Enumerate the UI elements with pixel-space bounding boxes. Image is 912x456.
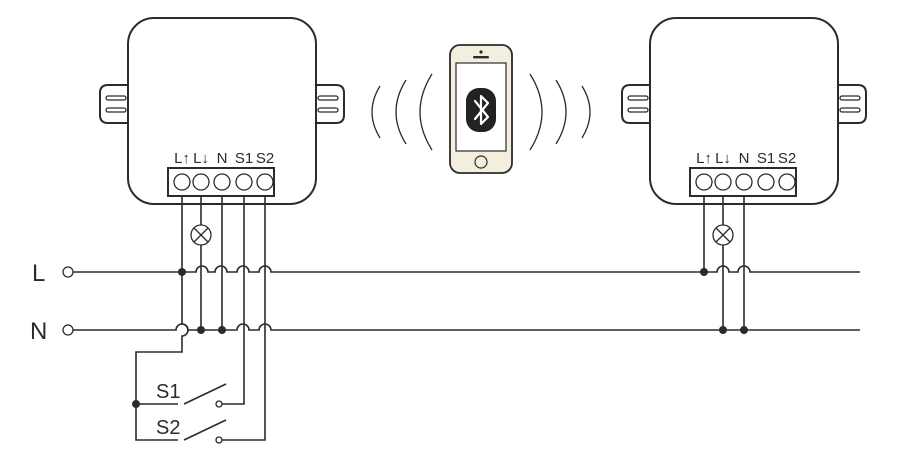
switch-label-s2: S2 (156, 417, 180, 439)
terminal-label-s1: S1 (235, 150, 253, 167)
terminal-label-s1: S1 (757, 150, 775, 167)
switch-s1: S1 (132, 370, 227, 441)
terminal-label-l-in: L↓ (193, 150, 209, 167)
rail-terminal-n (62, 324, 74, 336)
junction-dot (740, 326, 748, 334)
terminal-screw (256, 173, 274, 191)
terminal-screw (757, 173, 775, 191)
live-rail-line (73, 265, 860, 273)
terminal-block (689, 167, 797, 197)
terminal-label-n: N (217, 150, 228, 167)
terminal-screw (173, 173, 191, 191)
junction-dot (719, 326, 727, 334)
terminal-label-s2: S2 (778, 150, 796, 167)
mounting-ear-left (99, 84, 132, 124)
wire-s1 (222, 196, 245, 405)
terminal-screw (695, 173, 713, 191)
terminal-screw (714, 173, 732, 191)
wireless-signal-waves (371, 73, 591, 151)
phone-camera (479, 50, 483, 54)
rail-label-l: L (32, 260, 45, 287)
ear-slot (105, 95, 127, 101)
terminal-screw (735, 173, 753, 191)
lamp-icon (190, 224, 212, 246)
mounting-ear-right (312, 84, 345, 124)
lamp-icon (712, 224, 734, 246)
terminal-label-l-in: L↓ (715, 150, 731, 167)
wire-s2 (222, 196, 266, 441)
ear-slot (317, 95, 339, 101)
switch-s2: S2 (156, 417, 227, 444)
ear-slot (627, 95, 649, 101)
switch-s1-lever (183, 383, 227, 405)
rail-terminal-l (62, 266, 74, 278)
phone-speaker (473, 56, 489, 59)
smartphone-icon (449, 44, 513, 174)
bluetooth-icon (473, 94, 490, 126)
terminal-label-l-out: L↑ (174, 150, 190, 167)
switch-s1-contact (215, 400, 223, 408)
terminal-label-l-out: L↑ (696, 150, 712, 167)
ear-slot (627, 107, 649, 113)
right-module-wiring (700, 196, 748, 334)
switch-s2-contact (215, 436, 223, 444)
terminal-screw (213, 173, 231, 191)
switch-label-s1: S1 (156, 381, 180, 403)
junction-dot (178, 268, 186, 276)
mounting-ear-left (621, 84, 654, 124)
junction-dot (218, 326, 226, 334)
terminal-block (167, 167, 275, 197)
power-rails: L N (30, 260, 860, 345)
relay-module-left: L↑ L↓ N S1 S2 (99, 17, 345, 205)
switch-s2-lever (183, 419, 227, 441)
phone-home-button (474, 155, 488, 169)
terminal-screw (778, 173, 796, 191)
switch-common-wire (135, 370, 178, 441)
terminal-screw (235, 173, 253, 191)
rail-label-n: N (30, 318, 47, 345)
ear-slot (105, 107, 127, 113)
terminal-screw (192, 173, 210, 191)
ear-slot (839, 107, 861, 113)
junction-dot (132, 400, 140, 408)
terminal-label-s2: S2 (256, 150, 274, 167)
junction-dot (197, 326, 205, 334)
ear-slot (839, 95, 861, 101)
junction-dot (700, 268, 708, 276)
relay-module-right: L↑ L↓ N S1 S2 (621, 17, 867, 205)
left-module-wiring (135, 196, 266, 441)
terminal-label-n: N (739, 150, 750, 167)
mounting-ear-right (834, 84, 867, 124)
ear-slot (317, 107, 339, 113)
wire-l-out (135, 196, 189, 370)
